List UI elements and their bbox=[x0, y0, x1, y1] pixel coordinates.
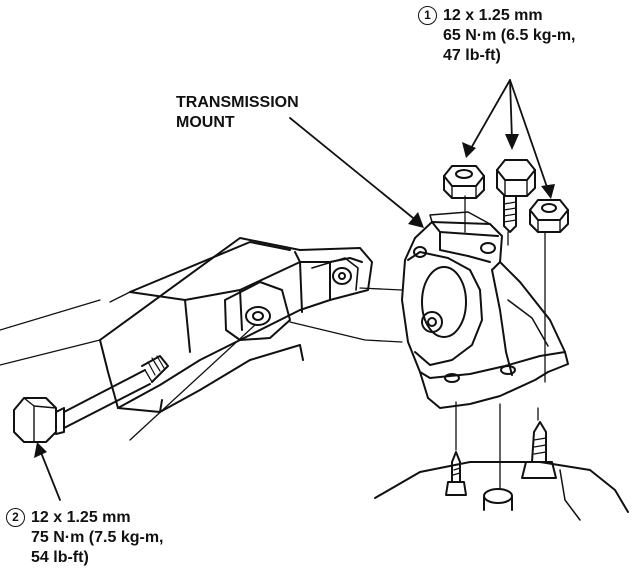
mount-studs bbox=[445, 421, 557, 511]
top-nut-left bbox=[443, 165, 485, 199]
torque-callout-2-line-1: 2 12 x 1.25 mm bbox=[6, 508, 163, 528]
torque-callout-1-size: 12 x 1.25 mm bbox=[443, 7, 543, 24]
torque-callout-2-line-2: 75 N·m (7.5 kg-m, bbox=[31, 529, 164, 546]
leader-arrows bbox=[39, 79, 549, 501]
transmission-mount-label-line-1: TRANSMISSION bbox=[176, 94, 299, 111]
transmission-case bbox=[374, 461, 629, 521]
callout-number-1: 1 bbox=[418, 6, 437, 25]
torque-callout-2: 2 12 x 1.25 mm 75 N·m (7.5 kg-m, 54 lb-ft… bbox=[6, 508, 163, 568]
alignment-lines bbox=[129, 195, 546, 489]
callout-number-2: 2 bbox=[6, 508, 25, 527]
torque-callout-2-size: 12 x 1.25 mm bbox=[31, 509, 131, 526]
torque-callout-1-line-3: 47 lb-ft) bbox=[443, 47, 501, 64]
top-nut-right bbox=[529, 199, 569, 233]
arrow-heads bbox=[34, 134, 555, 458]
torque-callout-1: 1 12 x 1.25 mm 65 N·m (6.5 kg-m, 47 lb-ft… bbox=[418, 6, 575, 66]
frame-bracket bbox=[224, 257, 359, 341]
torque-callout-1-line-1: 1 12 x 1.25 mm bbox=[418, 6, 575, 26]
top-bolt-center bbox=[496, 159, 536, 233]
transmission-mount bbox=[401, 211, 569, 409]
frame-rail bbox=[0, 237, 373, 413]
transmission-mount-label: TRANSMISSION MOUNT bbox=[176, 93, 299, 133]
torque-callout-1-line-2: 65 N·m (6.5 kg-m, bbox=[443, 27, 576, 44]
torque-callout-2-line-3: 54 lb-ft) bbox=[31, 549, 89, 566]
transmission-mount-label-line-2: MOUNT bbox=[176, 114, 235, 131]
through-bolt bbox=[13, 355, 169, 443]
